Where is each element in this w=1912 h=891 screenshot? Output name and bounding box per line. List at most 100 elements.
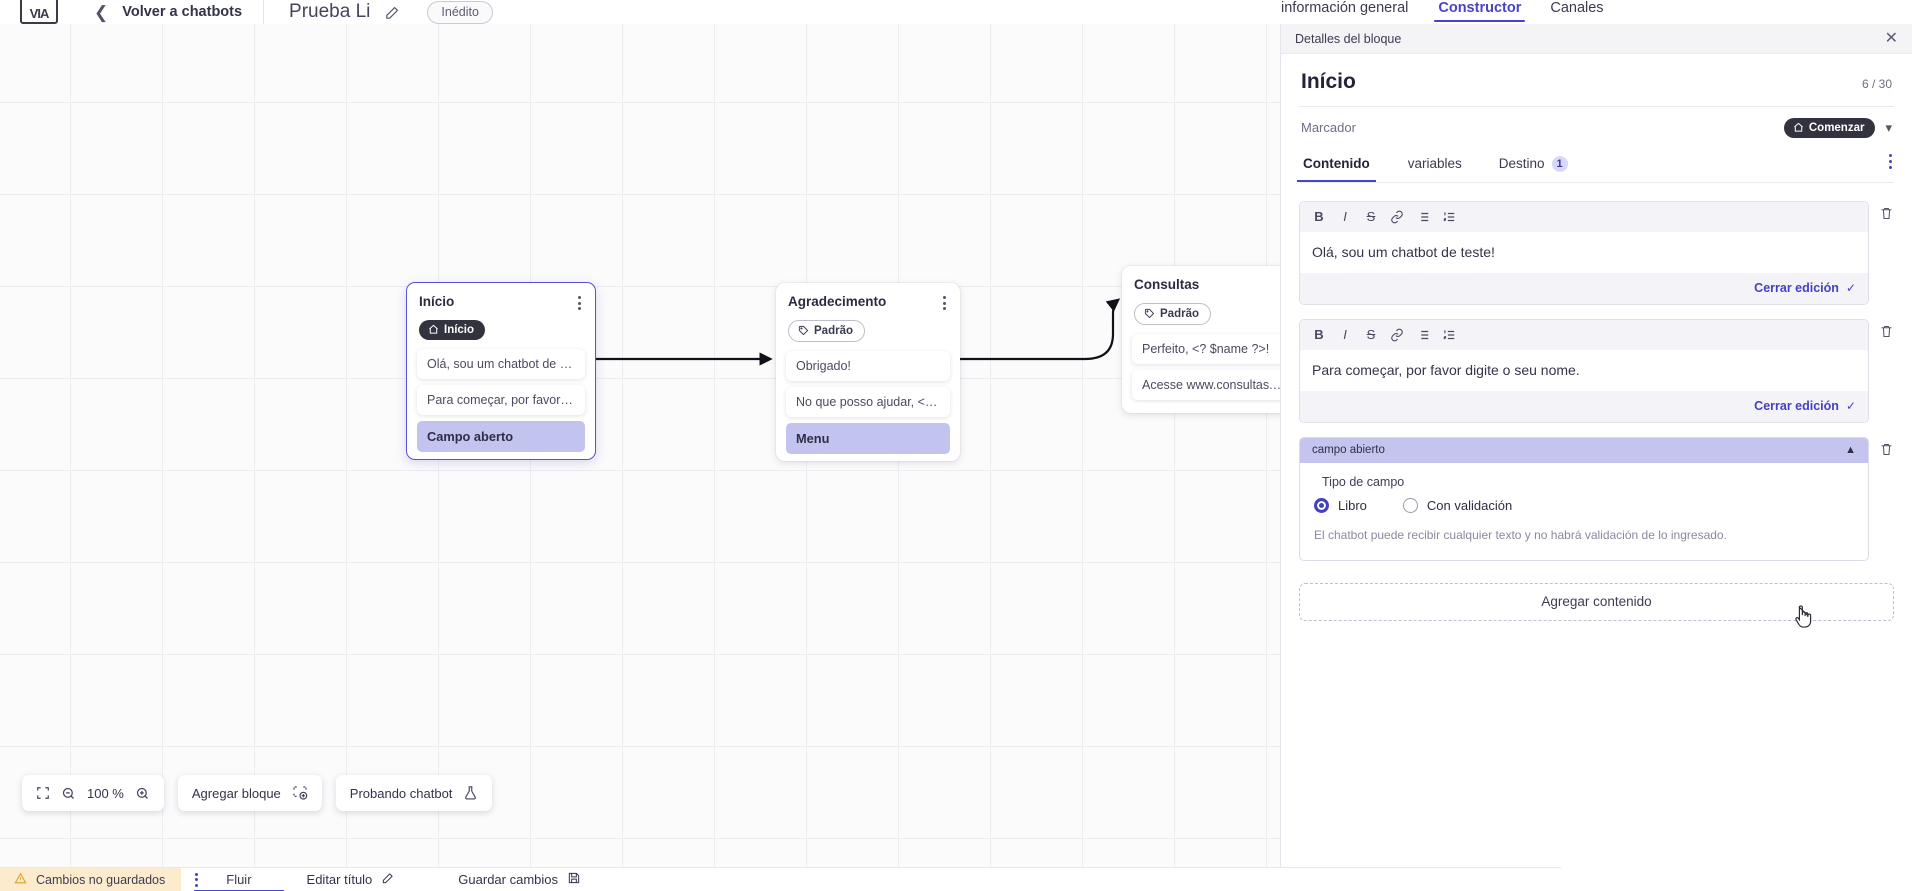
chevron-up-icon[interactable]: ▲	[1845, 443, 1856, 456]
node-chip[interactable]: Campo aberto	[417, 421, 585, 452]
marker-badge[interactable]: Comenzar	[1783, 118, 1876, 138]
numbered-list-icon[interactable]	[1436, 324, 1462, 346]
node-tag-row: Padrão	[1122, 295, 1310, 334]
bullet-list-icon[interactable]	[1410, 206, 1436, 228]
delete-field-icon[interactable]	[1879, 437, 1894, 457]
zoom-in-icon[interactable]	[135, 786, 150, 801]
field-help-text: El chatbot puede recibir cualquier texto…	[1314, 527, 1727, 542]
editor-text-value[interactable]: Para começar, por favor digite o seu nom…	[1300, 349, 1868, 391]
chevron-down-icon[interactable]: ▾	[1885, 119, 1892, 135]
numbered-list-icon[interactable]	[1436, 206, 1462, 228]
tab-constructor[interactable]: Constructor	[1434, 0, 1526, 22]
zoom-control[interactable]: 100 %	[22, 775, 164, 811]
add-content-button[interactable]: Agregar contenido	[1299, 582, 1894, 628]
test-chatbot-label: Probando chatbot	[349, 785, 453, 801]
node-message[interactable]: Para começar, por favor digite o ...	[417, 385, 585, 415]
bold-icon[interactable]: B	[1314, 209, 1324, 224]
back-chevron-icon[interactable]: ❮	[94, 2, 109, 22]
open-field-card-title: campo abierto	[1312, 443, 1385, 456]
block-title: Início	[1301, 70, 1356, 93]
radio-libro[interactable]	[1314, 497, 1329, 513]
editor-text-value[interactable]: Olá, sou um chatbot de teste!	[1300, 231, 1868, 273]
node-tag: Início	[419, 320, 486, 340]
tag-icon	[1144, 308, 1155, 319]
tab-contenido[interactable]: Contenido	[1297, 150, 1376, 182]
node-tag-label: Início	[444, 323, 475, 336]
mouse-cursor	[1793, 604, 1815, 633]
close-edit-button[interactable]: Cerrar edición	[1754, 280, 1839, 295]
bold-icon[interactable]: B	[1314, 327, 1324, 342]
panel-body: Início 6 / 30 Marcador Comenzar ▾ Conten…	[1281, 54, 1912, 891]
tab-fluir[interactable]: Fluir	[193, 868, 285, 891]
edit-title-button[interactable]: Editar título	[307, 868, 396, 891]
editor-toolbar: B I S	[1300, 319, 1868, 350]
tab-informacion-general[interactable]: información general	[1281, 0, 1409, 16]
home-icon	[1793, 122, 1804, 133]
node-message[interactable]: No que posso ajudar, <? $name ...	[786, 386, 950, 417]
strikethrough-icon[interactable]: S	[1366, 327, 1376, 342]
node-tag-label: Padrão	[814, 324, 853, 337]
back-to-chatbots-link[interactable]: Volver a chatbots	[122, 4, 243, 20]
close-edit-button[interactable]: Cerrar edición	[1754, 398, 1839, 413]
node-message[interactable]: Olá, sou um chatbot de teste!	[417, 349, 585, 379]
tab-destino[interactable]: Destino 1	[1497, 150, 1570, 182]
check-icon: ✓	[1845, 280, 1856, 295]
panel-tabs: información general Constructor Canales	[1280, 0, 1912, 24]
save-changes-button[interactable]: Guardar cambios	[458, 868, 581, 891]
node-message[interactable]: Acesse www.consultas.com par...	[1132, 369, 1300, 400]
radio-libro-label: Libro	[1338, 497, 1367, 513]
page-title: Prueba Li	[289, 1, 371, 22]
node-message[interactable]: Perfeito, <? $name ?>!	[1132, 333, 1300, 364]
delete-block-icon[interactable]	[1879, 201, 1894, 221]
tag-icon	[798, 325, 809, 336]
link-icon[interactable]	[1384, 324, 1410, 346]
app-logo[interactable]: VIA	[20, 0, 58, 24]
node-menu-icon[interactable]	[576, 294, 583, 312]
add-block-label: Agregar bloque	[191, 785, 281, 801]
home-icon	[428, 324, 439, 335]
strikethrough-icon[interactable]: S	[1366, 209, 1376, 224]
flow-node-consultas[interactable]: Consultas Padrão Perfeito, <? $name ?>! …	[1122, 266, 1310, 413]
add-block-button[interactable]: Agregar bloque	[177, 775, 322, 811]
delete-block-icon[interactable]	[1879, 319, 1894, 339]
node-message[interactable]: Obrigado!	[786, 350, 950, 381]
italic-icon[interactable]: I	[1343, 327, 1347, 342]
tab-variables[interactable]: variables	[1407, 156, 1462, 171]
panel-content: B I S	[1299, 183, 1894, 891]
open-field-card-body: Tipo de campo Libro Con validación El ch…	[1300, 463, 1868, 560]
flow-node-agradecimento[interactable]: Agradecimento Padrão Obrigado! No que po…	[776, 283, 960, 461]
panel-more-menu-icon[interactable]	[1888, 154, 1892, 177]
close-icon[interactable]: ✕	[1884, 29, 1898, 47]
toolbar-divider	[263, 0, 264, 24]
status-badge: Inédito	[427, 0, 493, 24]
content-block: B I S	[1299, 200, 1894, 305]
italic-icon[interactable]: I	[1343, 209, 1347, 224]
field-type-label: Tipo de campo	[1322, 474, 1405, 489]
add-block-icon	[292, 785, 308, 801]
destino-count-badge: 1	[1551, 155, 1568, 172]
rich-text-editor[interactable]: B I S	[1299, 200, 1869, 305]
marker-value-group: Comenzar ▾	[1783, 118, 1892, 138]
rich-text-editor[interactable]: B I S	[1299, 318, 1869, 423]
fit-screen-icon[interactable]	[36, 786, 50, 800]
logo-text: VIA	[29, 6, 50, 21]
flow-node-inicio[interactable]: Início Início Olá, sou um chatbot de tes…	[406, 282, 596, 460]
statusbar-menu-icon[interactable]	[195, 872, 199, 887]
node-menu-icon[interactable]	[941, 294, 948, 312]
link-icon[interactable]	[1384, 206, 1410, 228]
editor-toolbar: B I S	[1300, 201, 1868, 232]
test-chatbot-button[interactable]: Probando chatbot	[335, 775, 493, 811]
node-chip[interactable]: Menu	[786, 422, 950, 454]
warning-icon	[14, 872, 27, 888]
tab-canales[interactable]: Canales	[1550, 0, 1604, 16]
node-tag-label: Padrão	[1160, 307, 1199, 320]
open-field-card-header[interactable]: campo abierto ▲	[1300, 437, 1868, 463]
radio-con-validacion[interactable]	[1402, 497, 1418, 513]
zoom-out-icon[interactable]	[61, 786, 76, 801]
bullet-list-icon[interactable]	[1410, 324, 1436, 346]
panel-header-title: Detalles del bloque	[1295, 31, 1402, 46]
block-details-panel: Detalles del bloque ✕ Início 6 / 30 Marc…	[1280, 24, 1912, 891]
node-header: Início	[407, 294, 595, 312]
open-field-card: campo abierto ▲ Tipo de campo Libro Con …	[1299, 436, 1869, 561]
edit-pencil-icon[interactable]	[384, 4, 401, 21]
